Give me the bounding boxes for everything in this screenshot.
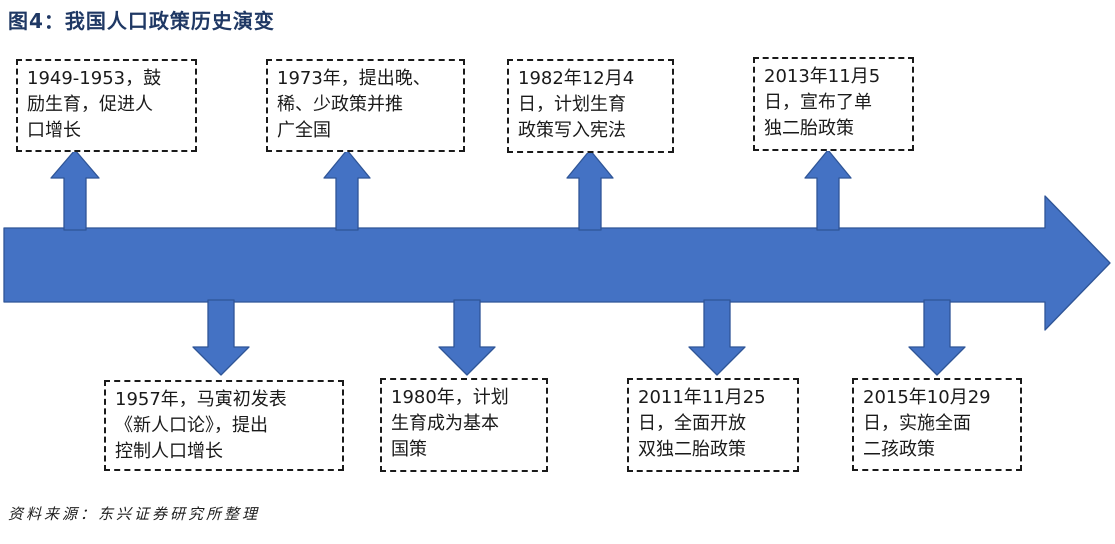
event-text: 1982年12月4 日，计划生育 政策写入宪法 <box>518 68 635 141</box>
event-box-2015: 2015年10月29 日，实施全面 二孩政策 <box>852 378 1022 471</box>
event-text: 2015年10月29 日，实施全面 二孩政策 <box>863 387 991 460</box>
up-arrow-icon <box>804 149 852 231</box>
event-text: 2011年11月25 日，全面开放 双独二胎政策 <box>638 387 766 460</box>
event-box-1957: 1957年，马寅初发表 《新人口论》，提出 控制人口增长 <box>104 380 344 471</box>
event-box-2013: 2013年11月5 日，宣布了单 独二胎政策 <box>753 57 914 151</box>
event-box-1980: 1980年，计划 生育成为基本 国策 <box>380 378 548 472</box>
event-text: 1957年，马寅初发表 《新人口论》，提出 控制人口增长 <box>115 389 287 462</box>
event-text: 1949-1953，鼓 励生育，促进人 口增长 <box>27 68 162 141</box>
down-arrow-icon <box>908 299 966 376</box>
figure-title: 图4：我国人口政策历史演变 <box>8 9 275 33</box>
down-arrow-icon <box>192 299 250 376</box>
event-box-1949-1953: 1949-1953，鼓 励生育，促进人 口增长 <box>16 59 197 152</box>
down-arrow-icon <box>688 299 746 376</box>
event-text: 2013年11月5 日，宣布了单 独二胎政策 <box>764 66 881 139</box>
up-arrow-icon <box>323 149 371 231</box>
down-arrow-icon <box>438 299 496 376</box>
event-box-2011: 2011年11月25 日，全面开放 双独二胎政策 <box>627 378 799 472</box>
event-text: 1973年，提出晚、 稀、少政策并推 广全国 <box>277 68 431 141</box>
up-arrow-icon <box>566 149 614 231</box>
source-note: 资料来源：东兴证券研究所整理 <box>8 505 261 523</box>
event-box-1982: 1982年12月4 日，计划生育 政策写入宪法 <box>507 59 674 153</box>
event-box-1973: 1973年，提出晚、 稀、少政策并推 广全国 <box>266 59 465 152</box>
up-arrow-icon <box>50 149 100 231</box>
event-text: 1980年，计划 生育成为基本 国策 <box>391 387 509 460</box>
